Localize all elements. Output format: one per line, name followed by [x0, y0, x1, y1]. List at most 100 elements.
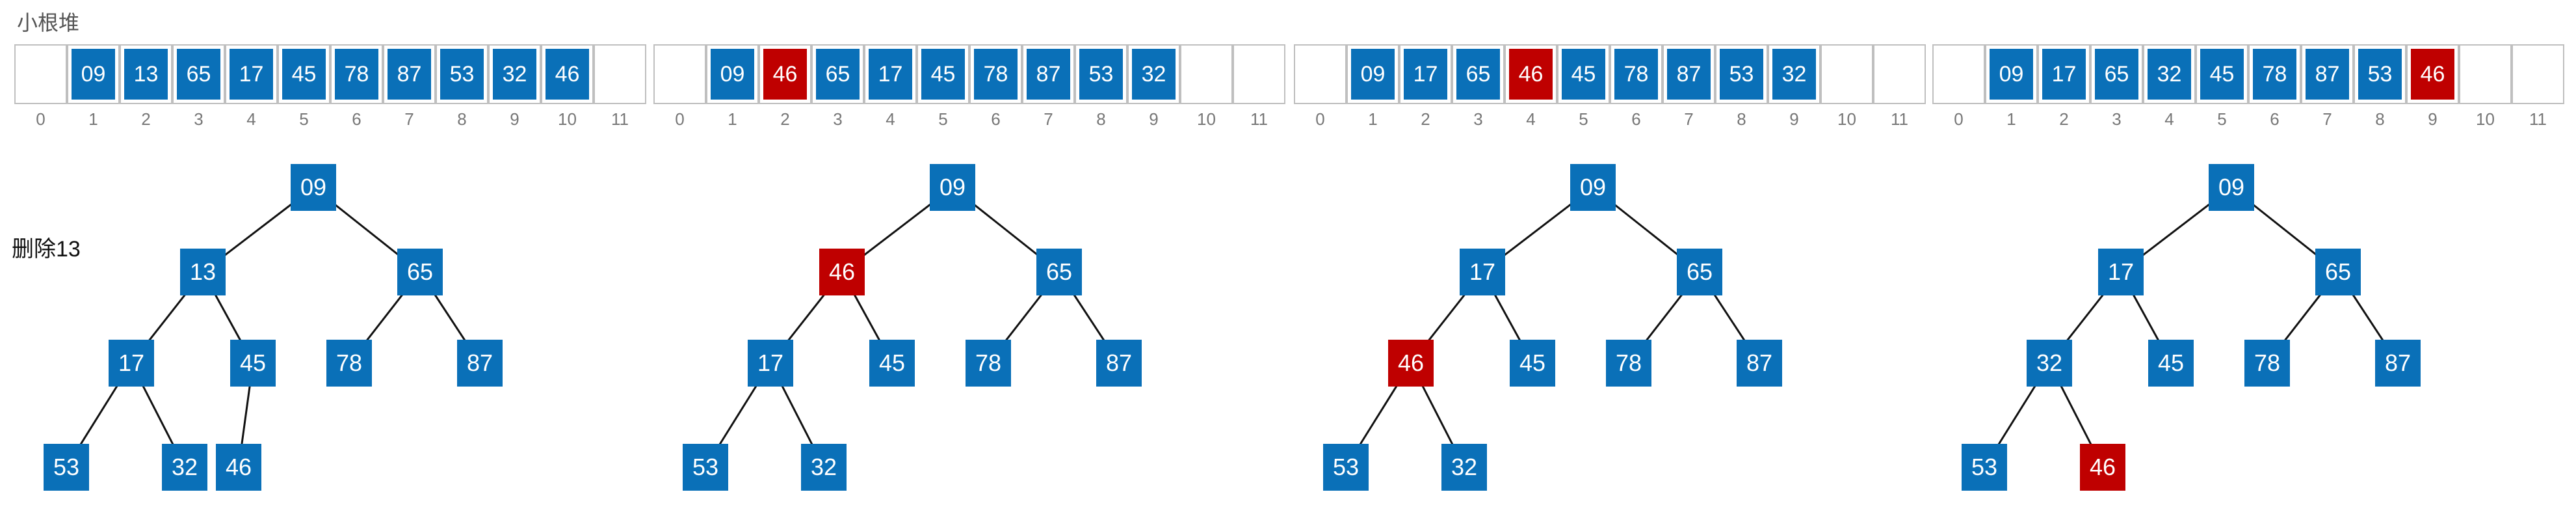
array-cell-7: 87: [2301, 44, 2354, 104]
array-cell-7: 87: [1663, 44, 1715, 104]
array-value: 78: [974, 49, 1018, 100]
array-index-label: 1: [728, 109, 737, 129]
array-cell-9: 46: [2406, 44, 2459, 104]
tree-node-n9: 46: [2080, 444, 2125, 491]
array-index-label: 0: [1954, 109, 1964, 129]
array-cell-2: 46: [759, 44, 811, 104]
tree-node-n6: 78: [1606, 340, 1651, 387]
tree-node-n8: 53: [44, 444, 89, 491]
array-cell-6: 78: [2248, 44, 2301, 104]
array-index-label: 9: [1149, 109, 1159, 129]
tree-node-n3: 65: [397, 249, 443, 295]
array-index-label: 5: [2217, 109, 2227, 129]
array-cell-11: [1233, 44, 1285, 104]
array-index-label: 3: [1473, 109, 1483, 129]
array-value: 13: [124, 49, 168, 100]
array-cell-8: 53: [1075, 44, 1127, 104]
array-index-label: 8: [1737, 109, 1746, 129]
array-index-label: 8: [1096, 109, 1106, 129]
array-index-label: 3: [194, 109, 204, 129]
array-cell-0: [1932, 44, 1985, 104]
array-index-label: 10: [1197, 109, 1216, 129]
array-value: 17: [869, 49, 912, 100]
array-index-label: 9: [2428, 109, 2438, 129]
tree-node-n2: 17: [2098, 249, 2144, 295]
tree-node-n6: 78: [966, 340, 1011, 387]
array-value: 17: [2042, 49, 2086, 100]
array-cell-10: 46: [541, 44, 594, 104]
array-index-label: 1: [2006, 109, 2016, 129]
array-index-label: 11: [611, 109, 629, 129]
tree-node-n7: 87: [1096, 340, 1142, 387]
array-value: 09: [72, 49, 115, 100]
array-cell-0: [653, 44, 706, 104]
array-value: 46: [763, 49, 807, 100]
array-cell-2: 17: [2038, 44, 2090, 104]
array-value: 46: [1509, 49, 1553, 100]
tree-edges: [65, 186, 481, 468]
tree-node-n4: 32: [2027, 340, 2072, 387]
array-cell-7: 87: [1022, 44, 1075, 104]
array-cell-5: 45: [278, 44, 330, 104]
tree-node-n9: 32: [801, 444, 847, 491]
array-value: 09: [1990, 49, 2033, 100]
tree-node-n5: 45: [1510, 340, 1555, 387]
array-index-label: 11: [1891, 109, 1908, 129]
tree-node-n1: 09: [1570, 164, 1616, 211]
tree-edges: [1345, 186, 1761, 468]
array-value: 32: [1772, 49, 1816, 100]
array-value: 45: [921, 49, 965, 100]
tree-node-n5: 45: [869, 340, 915, 387]
array-cell-4: 32: [2143, 44, 2196, 104]
array-index-label: 9: [510, 109, 519, 129]
tree-node-n1: 09: [930, 164, 975, 211]
tree-node-n3: 65: [2315, 249, 2361, 295]
array-cell-10: [2459, 44, 2512, 104]
operation-label: 删除13: [12, 237, 81, 262]
array-cell-4: 17: [864, 44, 917, 104]
array-value: 46: [2411, 49, 2454, 100]
array-cell-3: 65: [1452, 44, 1505, 104]
tree-node-n7: 87: [2375, 340, 2421, 387]
array-value: 46: [545, 49, 589, 100]
tree-node-n8: 53: [1323, 444, 1369, 491]
array-index-label: 7: [404, 109, 414, 129]
tree-node-n6: 78: [326, 340, 372, 387]
array-value: 78: [1614, 49, 1658, 100]
array-cell-1: 09: [1985, 44, 2038, 104]
array-cell-8: 53: [2354, 44, 2406, 104]
tree-node-n2: 17: [1460, 249, 1505, 295]
tree-node-n9: 32: [162, 444, 207, 491]
array-index-label: 3: [833, 109, 843, 129]
array-value: 32: [1132, 49, 1176, 100]
array-value: 17: [230, 49, 273, 100]
array-cell-1: 09: [1347, 44, 1399, 104]
array-cell-4: 17: [225, 44, 278, 104]
array-value: 78: [335, 49, 378, 100]
array-index-label: 6: [991, 109, 1001, 129]
array-index-label: 4: [2164, 109, 2174, 129]
tree-node-n5: 45: [2148, 340, 2194, 387]
array-cell-3: 65: [811, 44, 864, 104]
array-index-label: 9: [1789, 109, 1799, 129]
array-index-label: 2: [2059, 109, 2069, 129]
array-index-label: 8: [2375, 109, 2385, 129]
array-cell-8: 53: [436, 44, 488, 104]
array-index-label: 5: [1579, 109, 1588, 129]
array-value: 87: [388, 49, 431, 100]
array-cell-1: 09: [706, 44, 759, 104]
tree-node-n4: 17: [109, 340, 154, 387]
array-value: 65: [816, 49, 860, 100]
array-index-label: 1: [88, 109, 98, 129]
array-index-label: 4: [1526, 109, 1536, 129]
tree-node-n6: 78: [2244, 340, 2290, 387]
array-index-label: 3: [2112, 109, 2122, 129]
tree-node-n4: 17: [748, 340, 793, 387]
